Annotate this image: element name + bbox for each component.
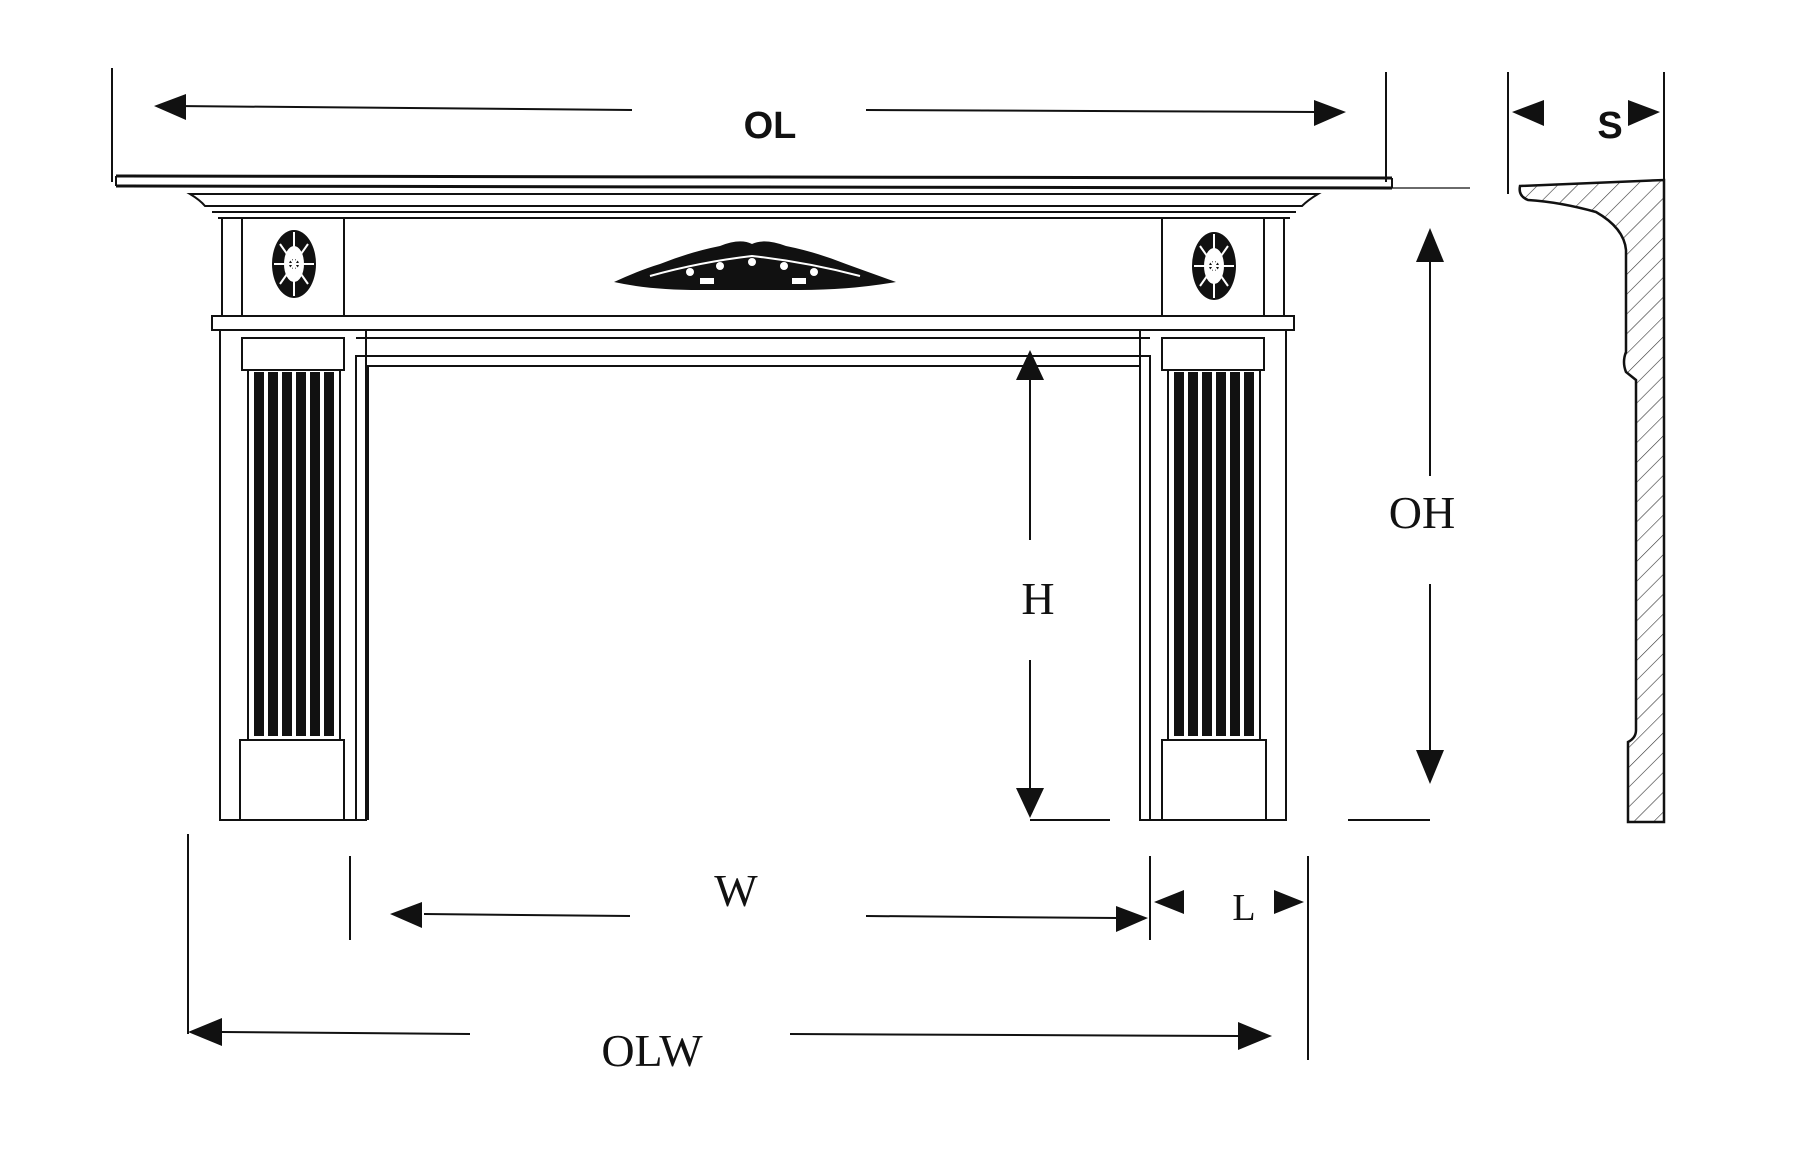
mantel-front-view	[115, 174, 1470, 821]
frieze-bottom-moulding	[211, 315, 1295, 339]
dimension-h: H	[1016, 350, 1110, 821]
firebox-opening	[355, 355, 1151, 820]
dimension-ol: OL	[111, 68, 1387, 182]
label-w: W	[714, 865, 758, 916]
dimension-oh: OH	[1348, 228, 1455, 821]
rosette-left-icon	[272, 230, 316, 298]
pilaster-left	[219, 329, 367, 821]
mantel-shelf	[115, 174, 1470, 219]
label-h: H	[1021, 573, 1054, 624]
dimension-l: L	[1154, 856, 1309, 1060]
mantel-side-profile	[1518, 178, 1666, 824]
label-l: L	[1232, 887, 1255, 929]
dimension-olw: OLW	[187, 834, 1272, 1076]
mantel-frieze	[221, 217, 1285, 317]
central-ornament-icon	[614, 241, 896, 290]
rosette-right-icon	[1192, 232, 1236, 300]
dimension-w: W	[349, 856, 1151, 940]
label-s: S	[1597, 105, 1622, 147]
label-oh: OH	[1389, 487, 1455, 538]
dimension-s: S	[1507, 72, 1665, 194]
pilaster-right	[1139, 329, 1287, 821]
label-ol: OL	[744, 105, 797, 147]
label-olw: OLW	[601, 1025, 703, 1076]
